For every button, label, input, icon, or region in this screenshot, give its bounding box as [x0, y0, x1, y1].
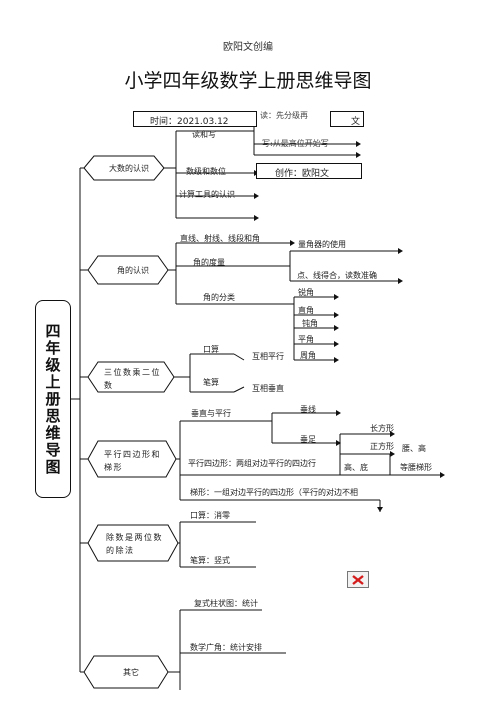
- big-numbers-item-places: 数级和数位: [186, 167, 226, 176]
- time-text: 时间：2021.03.12: [150, 117, 229, 127]
- trapezoid-definition: 梯形：一组对边平行的四边形（平行的对边不相: [190, 488, 358, 497]
- division-item-mental: 口算：消零: [190, 511, 230, 520]
- branch-multiply-label: 三位数乘二位数: [104, 368, 161, 390]
- angle-type-round: 周角: [300, 351, 316, 360]
- angle-type-obtuse: 钝角: [302, 319, 318, 328]
- read-note-tail: 文: [351, 117, 361, 127]
- angle-type-right: 直角: [298, 306, 314, 315]
- parallel-definition: 平行四边形：两组对边平行的四边行: [188, 459, 316, 468]
- angles-item-lines: 直线、射线、线段和角: [180, 234, 260, 243]
- angles-item-classify: 角的分类: [203, 293, 235, 302]
- quad-type-square: 正方形: [370, 442, 394, 451]
- branch-other-label: 其它: [123, 668, 139, 677]
- multiply-note-parallel: 互相平行: [252, 352, 284, 361]
- page-title: 小学四年级数学上册思维导图: [124, 70, 372, 92]
- isosceles-trapezoid: 等腰梯形: [400, 463, 432, 472]
- read-note: 读：先分级再: [260, 111, 308, 120]
- quad-type-rectangle: 长方形: [370, 424, 394, 433]
- angle-type-straight: 平角: [298, 335, 314, 344]
- parallel-height-base: 高、底: [344, 463, 368, 472]
- author-text: 创作：欧阳文: [275, 169, 330, 179]
- root-node: 四年级上册思维导图: [35, 300, 71, 498]
- read-note-box: 文: [330, 111, 364, 127]
- big-numbers-item-tools: 计算工具的认识: [179, 190, 235, 199]
- angles-measure-tool: 量角器的使用: [298, 240, 346, 249]
- other-item-math-wide-angle: 数学广角：统计安排: [190, 643, 262, 652]
- trapezoid-waist-height: 腰、高: [402, 444, 426, 453]
- root-label: 四年级上册思维导图: [43, 322, 62, 476]
- red-x-icon: [352, 574, 364, 585]
- time-box: 时间：2021.03.12: [133, 111, 257, 127]
- division-item-written: 笔算：竖式: [190, 556, 230, 565]
- header-text: 欧阳文创编: [223, 42, 273, 53]
- parallel-perp-parallel: 垂直与平行: [191, 409, 231, 418]
- parallel-perp-foot: 垂足: [300, 435, 316, 444]
- angles-item-measure: 角的度量: [193, 258, 225, 267]
- branch-parallel-label: 平行四边形和梯形: [104, 450, 161, 472]
- multiply-note-perpendicular: 互相垂直: [252, 384, 284, 393]
- branch-big-numbers-label: 大数的认识: [109, 164, 149, 173]
- branch-angles-label: 角的认识: [117, 266, 149, 275]
- other-item-bar-chart: 复式柱状图：统计: [194, 599, 258, 608]
- broken-image-icon: [347, 571, 369, 588]
- multiply-item-written: 笔算: [203, 378, 219, 387]
- parallel-perp-line: 垂线: [300, 405, 316, 414]
- branch-division-label: 除数是两位数的除法: [106, 533, 163, 555]
- write-note: 写:从最高位开始写: [262, 139, 329, 148]
- big-numbers-item-read-write: 读和写: [192, 130, 216, 139]
- author-box: 创作：欧阳文: [256, 163, 362, 179]
- angle-type-acute: 锐角: [298, 288, 314, 297]
- multiply-item-mental: 口算: [203, 345, 219, 354]
- angles-measure-steps: 点、线得合，读数准确: [297, 271, 377, 280]
